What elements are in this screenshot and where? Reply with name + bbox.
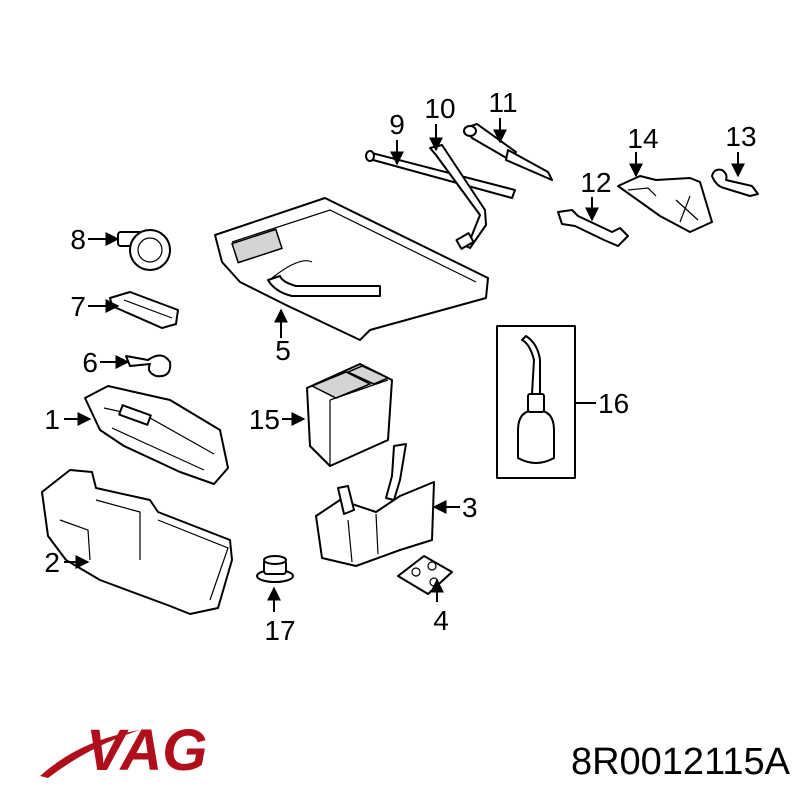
callout-6: 6	[82, 347, 98, 378]
callout-10: 10	[424, 93, 455, 124]
part-14-wheel-chock	[617, 175, 713, 233]
part-10-wheel-wrench	[429, 144, 487, 250]
callout-17: 17	[264, 615, 295, 646]
callout-15: 15	[249, 404, 280, 435]
callout-5: 5	[275, 335, 291, 366]
callout-1: 1	[44, 404, 60, 435]
callout-4: 4	[433, 605, 449, 636]
callout-7: 7	[70, 291, 86, 322]
callout-9: 9	[389, 109, 405, 140]
part-1-jack	[84, 385, 229, 485]
brand-logo: VAG	[40, 718, 207, 783]
part-number: 8R0012115A	[571, 741, 791, 783]
part-3-holder	[315, 443, 435, 567]
brand-text: VAG	[86, 718, 207, 783]
part-13-towing-eye	[711, 168, 759, 197]
part-12-spanner	[557, 209, 629, 247]
part-6-spring	[125, 354, 172, 378]
part-4-plate	[397, 555, 453, 595]
part-11-screwdriver	[463, 123, 553, 181]
callout-14: 14	[627, 123, 658, 154]
callout-3: 3	[462, 492, 478, 523]
callout-12: 12	[580, 167, 611, 198]
callout-13: 13	[725, 121, 756, 152]
part-5-tool-mat	[214, 197, 489, 341]
leader-lines	[64, 118, 745, 612]
callout-labels: 1 2 3 4 5 6 7 8 9 10 11 12 13 14 15 16 1…	[44, 87, 756, 646]
part-16-bottle-group	[496, 325, 576, 479]
part-9-bar	[365, 150, 516, 199]
callout-11: 11	[488, 87, 517, 118]
callout-8: 8	[70, 224, 86, 255]
part-2-foam-tray	[41, 469, 233, 615]
part-8-gauge	[117, 229, 171, 271]
brand-swoosh	[40, 730, 140, 778]
callout-16: 16	[598, 388, 629, 419]
callout-2: 2	[44, 547, 60, 578]
part-17-plug	[256, 555, 294, 583]
part-15-box	[306, 363, 393, 467]
part-7-clip	[109, 291, 179, 329]
